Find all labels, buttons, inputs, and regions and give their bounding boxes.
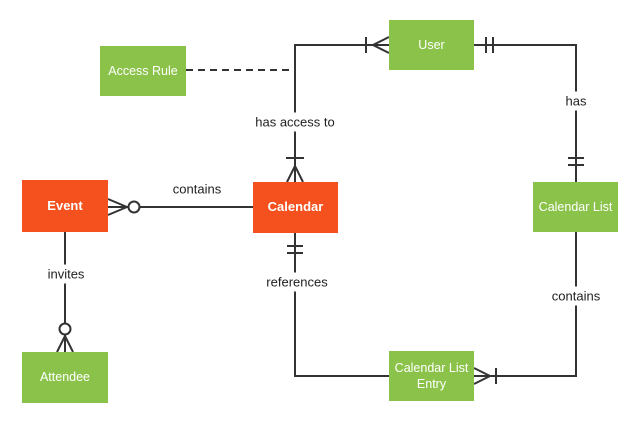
rel-has-access-to-line bbox=[286, 36, 390, 183]
entity-event: Event bbox=[22, 180, 108, 232]
entity-calendar-label: Calendar bbox=[267, 199, 324, 215]
rel-references-line bbox=[287, 233, 389, 377]
rel-label-has: has bbox=[561, 91, 591, 111]
zero-circle-icon bbox=[127, 200, 141, 214]
crows-foot-many-icon bbox=[107, 198, 130, 216]
contains-list-entry-path bbox=[474, 232, 577, 377]
entity-calendar-list-entry: Calendar List Entry bbox=[389, 351, 474, 401]
entity-user: User bbox=[389, 20, 474, 70]
entity-calendar-list-entry-label: Calendar List Entry bbox=[394, 360, 469, 391]
rel-contains-list-entry-line bbox=[473, 232, 577, 385]
references-path bbox=[294, 233, 389, 377]
entity-user-label: User bbox=[418, 37, 445, 52]
crows-foot-many-icon bbox=[286, 163, 304, 183]
rel-contains-event-calendar-line bbox=[107, 198, 253, 216]
rel-label-invites: invites bbox=[43, 264, 89, 284]
entity-access-rule: Access Rule bbox=[100, 46, 186, 96]
has-access-to-path bbox=[294, 44, 389, 182]
entity-calendar-list: Calendar List bbox=[533, 182, 618, 232]
zero-circle-icon bbox=[58, 322, 72, 336]
crows-foot-many-icon bbox=[370, 36, 390, 54]
crows-foot-many-icon bbox=[56, 333, 74, 353]
rel-label-contains-event-calendar: contains bbox=[168, 179, 226, 199]
rel-has-line bbox=[474, 37, 584, 182]
entity-attendee-label: Attendee bbox=[39, 370, 91, 385]
rel-label-references: references bbox=[262, 272, 332, 292]
entity-event-label: Event bbox=[47, 197, 83, 213]
crows-foot-many-icon bbox=[473, 367, 493, 385]
has-path bbox=[474, 44, 577, 182]
entity-calendar-list-label: Calendar List bbox=[538, 199, 613, 214]
entity-access-rule-label: Access Rule bbox=[108, 63, 178, 78]
entity-attendee: Attendee bbox=[22, 352, 108, 403]
rel-invites-line bbox=[56, 232, 74, 353]
rel-label-contains-list-entry: contains bbox=[547, 286, 605, 306]
rel-label-has-access-to: has access to bbox=[251, 112, 339, 132]
entity-calendar: Calendar bbox=[253, 182, 338, 233]
